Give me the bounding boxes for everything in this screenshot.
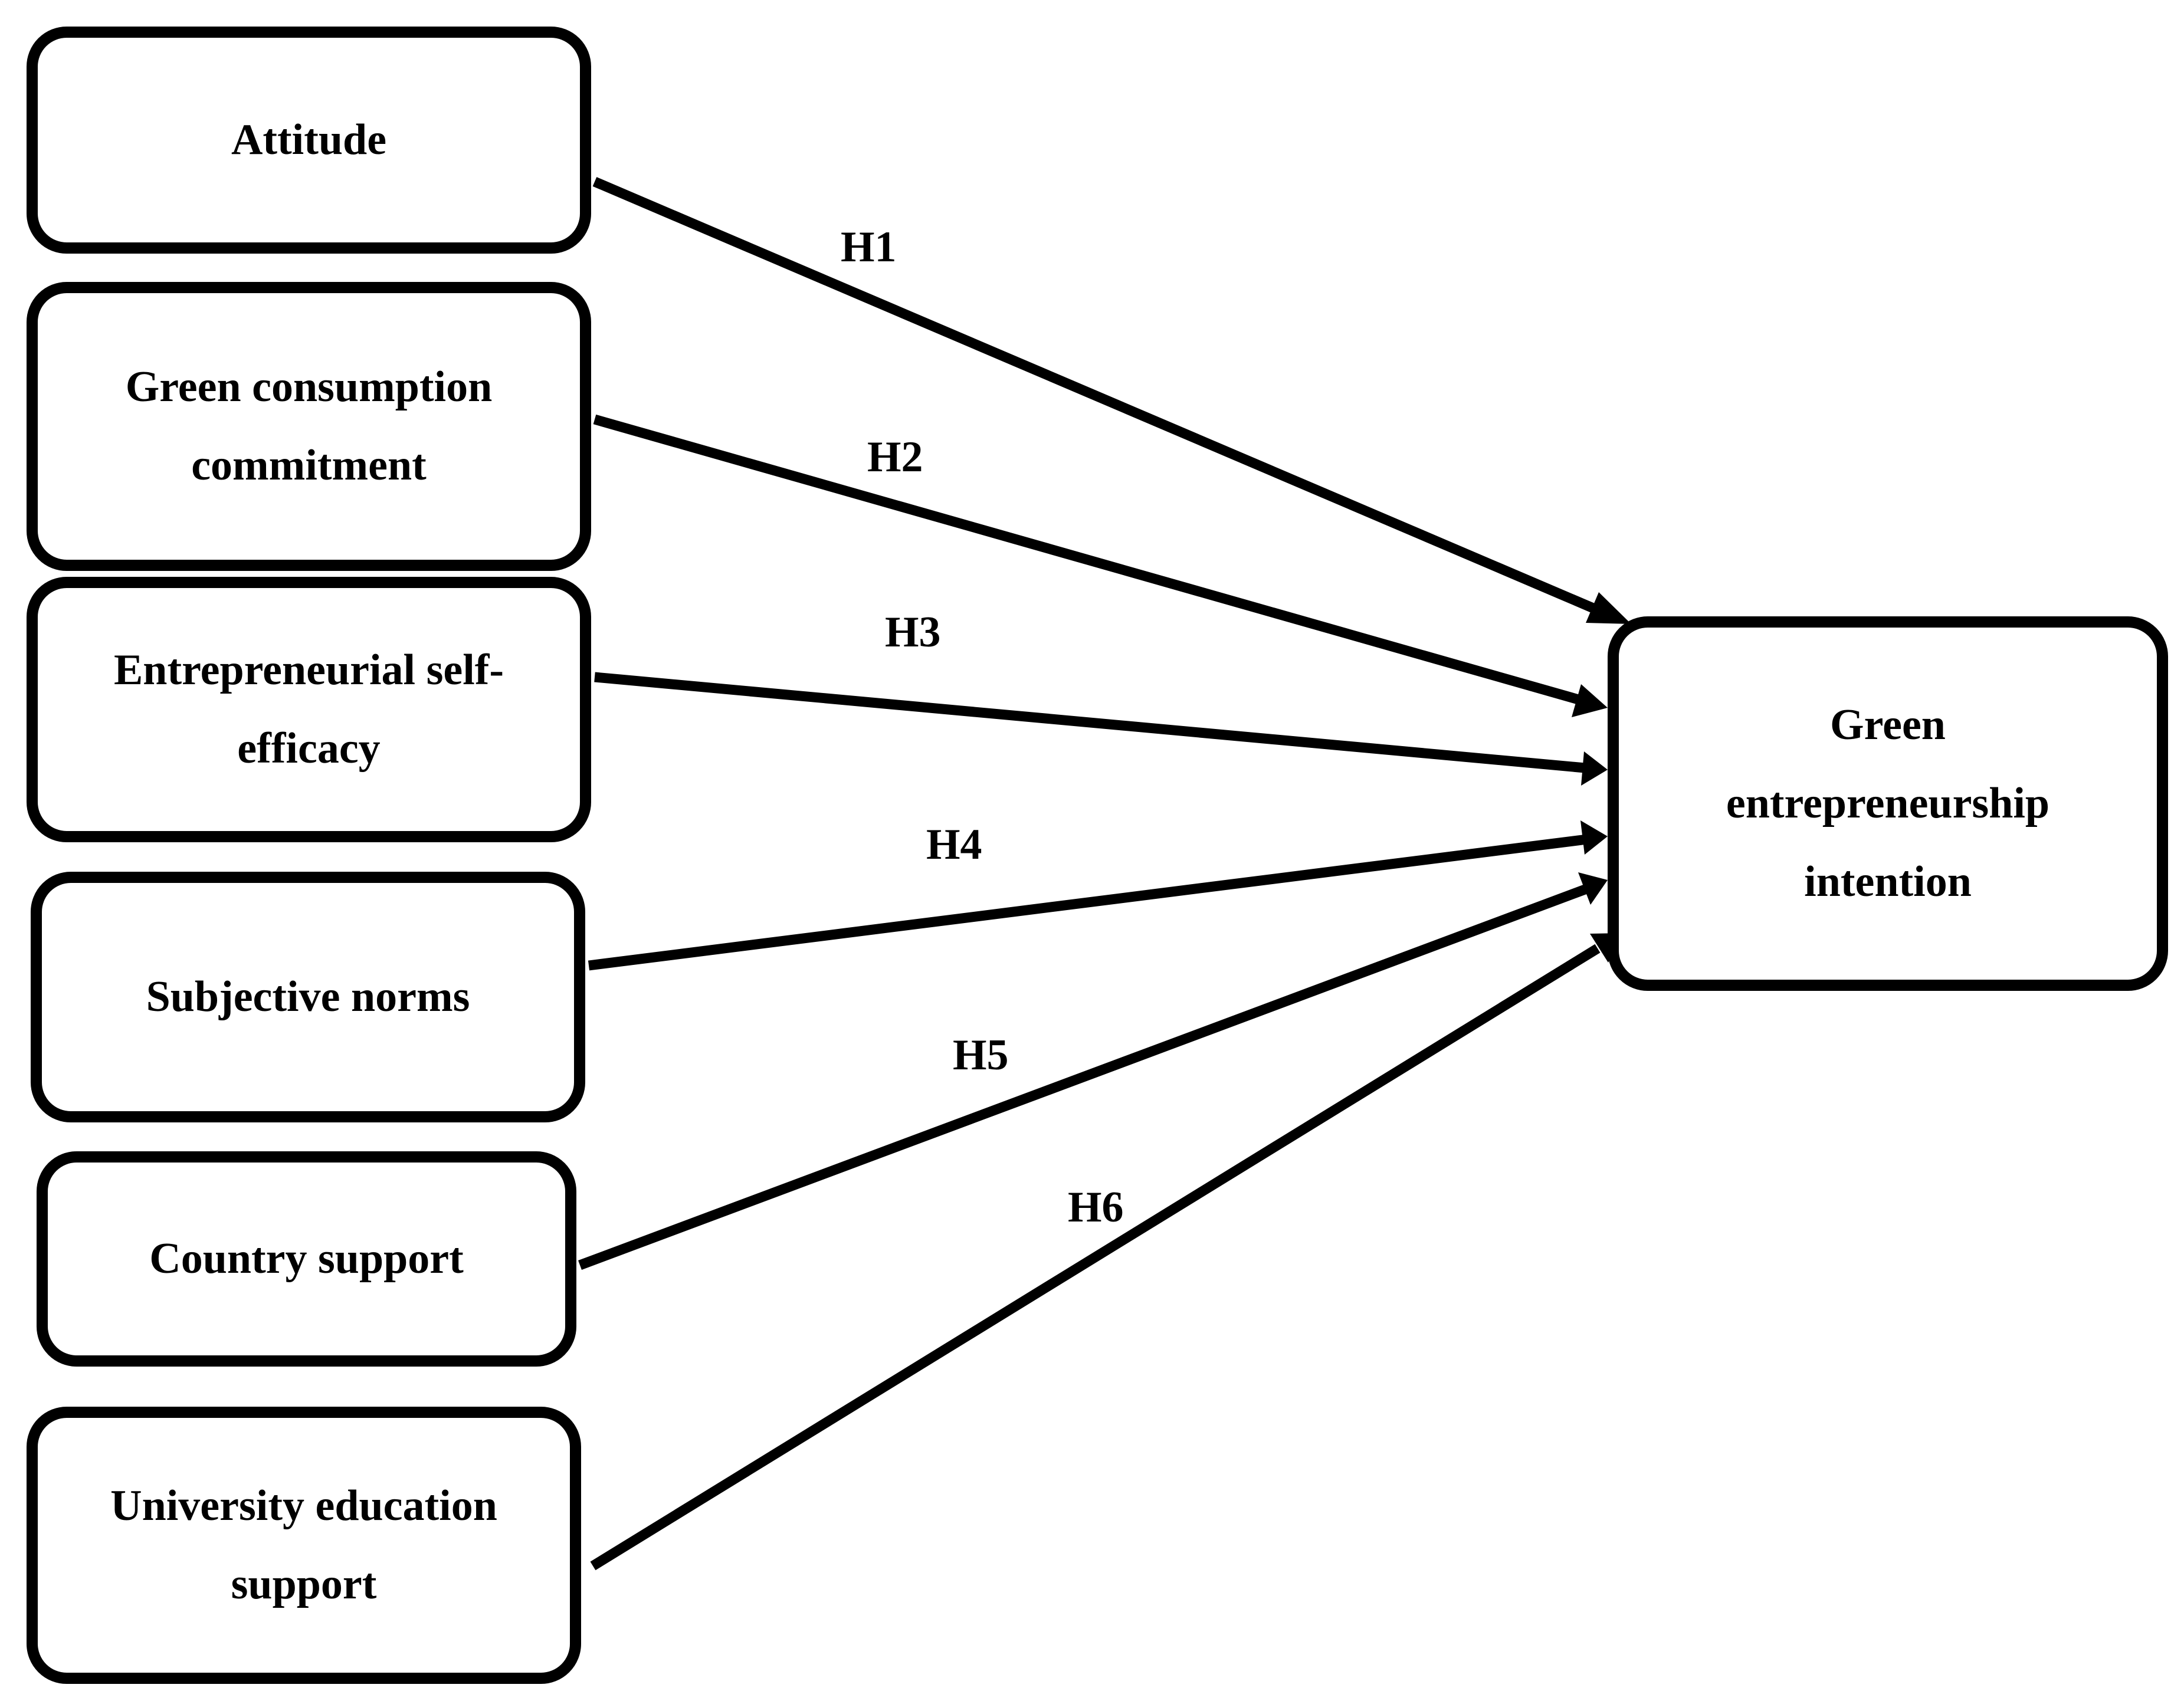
construct-attitude: Attitude (27, 27, 591, 254)
arrowhead-h2 (1572, 684, 1608, 717)
attitude-label-line-1: Attitude (231, 116, 387, 164)
subjective-norms-label-line-1: Subjective norms (146, 973, 470, 1021)
outcome-green-entrepreneurship-intention: Green entrepreneurship intention (1608, 616, 2168, 991)
green-consumption-label-line-2: commitment (191, 441, 427, 490)
arrowhead-h3 (1581, 751, 1608, 786)
self-efficacy-label-line-2: efficacy (237, 724, 381, 773)
hypothesis-label-h5: H5 (953, 1031, 1009, 1079)
university-support-label-line-1: University education (110, 1482, 497, 1530)
arrow-h1 (592, 177, 1598, 614)
construct-university-education-support: University education support (27, 1407, 581, 1684)
arrow-h2 (593, 414, 1595, 709)
hypothesis-label-h1: H1 (841, 223, 897, 271)
arrow-h6 (590, 944, 1601, 1571)
arrow-h3 (594, 672, 1592, 774)
hypothesis-label-h6: H6 (1068, 1183, 1124, 1232)
outcome-label-line-2: entrepreneurship (1726, 779, 2050, 827)
outcome-label-line-3: intention (1804, 858, 1972, 906)
arrowhead-h1 (1586, 592, 1631, 624)
university-support-label-line-2: support (231, 1560, 377, 1608)
hypothesis-label-h2: H2 (867, 433, 923, 481)
construct-country-support: Country support (37, 1151, 576, 1367)
arrow-h4 (588, 833, 1593, 971)
arrowhead-h5 (1578, 872, 1608, 905)
country-support-label-line-1: Country support (149, 1234, 464, 1283)
green-consumption-label-line-1: Green consumption (125, 363, 493, 411)
outcome-label-line-1: Green (1830, 701, 1946, 749)
hypothesis-label-h3: H3 (885, 608, 941, 656)
construct-green-consumption-commitment: Green consumption commitment (27, 282, 591, 571)
self-efficacy-label-line-1: Entrepreneurial self- (113, 646, 504, 694)
hypothesis-label-h4: H4 (926, 820, 982, 869)
arrow-h5 (578, 882, 1595, 1270)
construct-subjective-norms: Subjective norms (31, 872, 585, 1122)
arrowhead-h4 (1580, 820, 1608, 855)
construct-entrepreneurial-self-efficacy: Entrepreneurial self- efficacy (27, 577, 591, 842)
